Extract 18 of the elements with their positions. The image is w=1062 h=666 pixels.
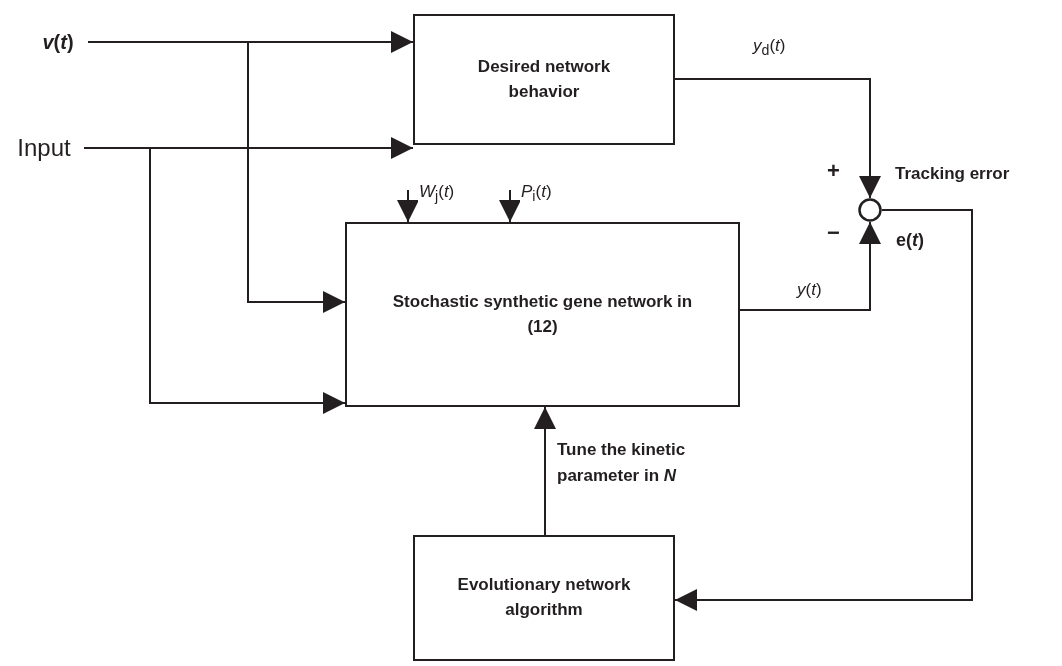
arrow [397,189,419,223]
input-label: v(t) [30,26,86,58]
arrow [87,41,346,313]
process-box: Stochastic synthetic gene network in (12) [345,222,740,407]
process-box: Desired network behavior [413,14,675,145]
summing-junction [858,198,882,222]
arrow [499,189,521,223]
edge-label: y(t) [796,280,823,301]
process-box: Evolutionary network algorithm [413,535,675,661]
input-label: Input [6,130,82,166]
arrow [739,221,881,311]
arrow [534,406,556,536]
junction-label: e(t) [895,230,925,252]
arrow [83,147,346,414]
junction-label: Tracking error [894,164,1011,185]
arrow [674,209,973,611]
arrow [674,78,881,199]
edge-label: W$_{j}$(t) [418,182,456,206]
